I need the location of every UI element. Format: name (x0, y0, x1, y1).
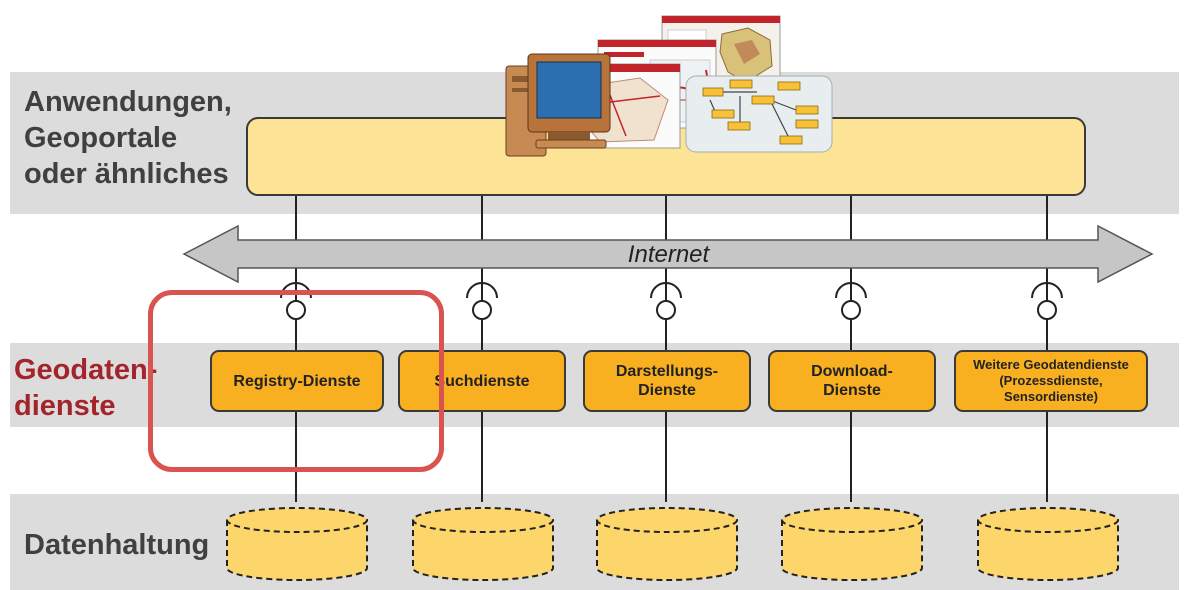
connector-line-2 (481, 196, 483, 502)
interface-node-5 (1037, 300, 1057, 320)
geodata-services-layer-label: Geodaten- dienste (14, 354, 158, 422)
highlight-frame (148, 290, 444, 472)
service-other: Weitere Geodatendienste (Prozessdienste,… (954, 350, 1148, 412)
applications-bar (246, 117, 1086, 196)
connector-line-1 (295, 196, 297, 502)
datastorage-layer-label: Datenhaltung (24, 529, 210, 561)
interface-node-4 (841, 300, 861, 320)
interface-node-3 (656, 300, 676, 320)
service-registry: Registry-Dienste (210, 350, 384, 412)
service-search: Suchdienste (398, 350, 566, 412)
internet-label: Internet (627, 241, 710, 268)
service-download: Download- Dienste (768, 350, 936, 412)
interface-node-2 (472, 300, 492, 320)
connector-line-4 (850, 196, 852, 502)
connector-line-5 (1046, 196, 1048, 502)
applications-layer-label: Anwendungen, Geoportale oder ähnliches (24, 86, 232, 190)
connector-line-3 (665, 196, 667, 502)
interface-node-1 (286, 300, 306, 320)
service-view: Darstellungs- Dienste (583, 350, 751, 412)
